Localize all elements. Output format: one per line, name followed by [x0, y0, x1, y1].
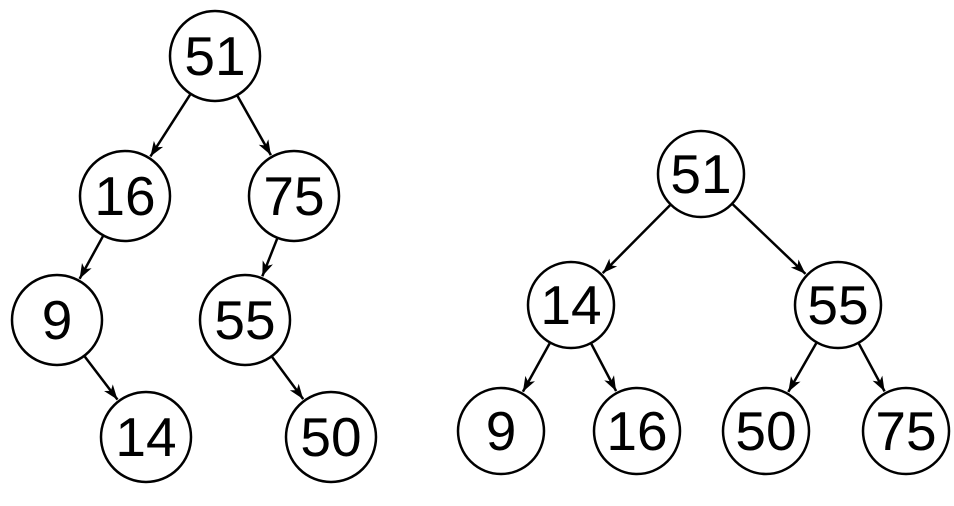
tree-node-a14: 14	[99, 390, 193, 484]
node-label: 9	[42, 289, 73, 351]
tree-node-b9: 9	[456, 386, 546, 476]
tree-edge-a75-a55	[261, 238, 279, 277]
tree-edge-a51-a75	[236, 95, 272, 156]
node-circle	[10, 273, 104, 367]
node-label: 9	[486, 400, 517, 462]
tree-node-a9: 9	[10, 273, 104, 367]
tree-edge-b51-b14	[601, 204, 671, 274]
node-circle	[284, 390, 378, 484]
balanced-tree: 51 14 55 9 16 50 75	[456, 129, 951, 476]
node-label: 75	[263, 165, 324, 227]
node-circle	[861, 386, 951, 476]
node-circle	[99, 390, 193, 484]
node-label: 14	[115, 406, 176, 468]
node-label: 75	[875, 400, 936, 462]
node-circle	[721, 386, 811, 476]
node-label: 51	[670, 143, 731, 205]
node-label: 50	[735, 400, 796, 462]
tree-edge-b14-b9	[521, 342, 551, 393]
node-circle	[456, 386, 546, 476]
tree-node-b75: 75	[861, 386, 951, 476]
tree-node-b55: 55	[793, 260, 883, 350]
unbalanced-tree: 51 16 75 9 55 14 50	[10, 9, 378, 484]
node-circle	[247, 149, 341, 243]
tree-node-b50: 50	[721, 386, 811, 476]
node-label: 55	[214, 289, 275, 351]
tree-node-a51: 51	[168, 9, 262, 103]
node-label: 50	[300, 406, 361, 468]
tree-edge-b55-b75	[857, 343, 886, 392]
tree-node-b14: 14	[526, 260, 616, 350]
tree-node-a55: 55	[198, 273, 292, 367]
node-circle	[198, 273, 292, 367]
tree-edge-a55-a50	[271, 356, 305, 400]
node-circle	[78, 149, 172, 243]
trees-root: 51 16 75 9 55 14 50 51 14 55 9 16 50 75	[10, 9, 951, 484]
node-label: 51	[184, 25, 245, 87]
node-circle	[168, 9, 262, 103]
node-label: 16	[94, 165, 155, 227]
tree-node-b16: 16	[592, 386, 682, 476]
tree-edge-a9-a14	[83, 355, 119, 401]
node-label: 55	[807, 274, 868, 336]
tree-edge-a16-a9	[78, 235, 104, 280]
tree-edge-a51-a16	[149, 94, 192, 158]
tree-edge-b14-b16	[590, 343, 618, 392]
node-circle	[592, 386, 682, 476]
tree-node-a16: 16	[78, 149, 172, 243]
tree-node-a75: 75	[247, 149, 341, 243]
node-circle	[526, 260, 616, 350]
tree-node-a50: 50	[284, 390, 378, 484]
tree-edge-b55-b50	[787, 342, 818, 393]
tree-edge-b51-b55	[731, 203, 807, 275]
node-label: 14	[540, 274, 601, 336]
node-circle	[656, 129, 746, 219]
node-circle	[793, 260, 883, 350]
tree-node-b51: 51	[656, 129, 746, 219]
node-label: 16	[606, 400, 667, 462]
